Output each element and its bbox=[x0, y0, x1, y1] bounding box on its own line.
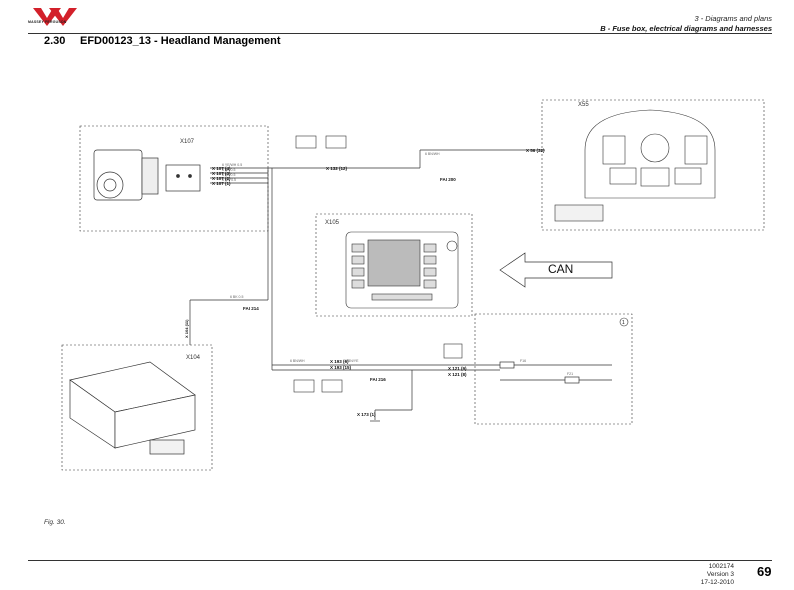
pin-x132-12: X 132 (12) bbox=[326, 166, 348, 171]
page-title: EFD00123_13 - Headland Management bbox=[80, 35, 281, 47]
harness-fai216: FAI 216 bbox=[370, 377, 386, 382]
sheet-marker-circle bbox=[619, 317, 629, 327]
x107-label: X107 bbox=[180, 139, 195, 145]
pin-x121-9: X 121 (9) bbox=[448, 366, 467, 371]
svg-text:6 BK 0.5: 6 BK 0.5 bbox=[230, 295, 243, 299]
doc-date: 17-12-2010 bbox=[700, 579, 734, 586]
x104-ecu bbox=[69, 361, 196, 455]
can-label: CAN bbox=[548, 262, 573, 276]
x55-label: X55 bbox=[578, 102, 589, 108]
svg-text:6 BN/WH: 6 BN/WH bbox=[290, 359, 305, 363]
wire-marks: 6 YE/WH 0.5 6 BK 0.5 6 PK 0.5 6 GN 0.5 6… bbox=[222, 152, 573, 376]
connectors bbox=[293, 135, 463, 393]
pin-x173-1: X 173 (1) bbox=[357, 412, 376, 417]
pin-x107-1: X 107 (1) bbox=[212, 181, 231, 186]
wiring bbox=[189, 149, 612, 422]
x107-sensor bbox=[93, 149, 201, 201]
x55-dashboard bbox=[554, 109, 716, 222]
doc-version: Version 3 bbox=[706, 571, 734, 578]
x104-box bbox=[61, 344, 213, 471]
pin-x193-6: X 193 (6) bbox=[330, 359, 349, 364]
x104-label: X104 bbox=[186, 355, 201, 361]
pin-x107-4: X 107 (4) bbox=[212, 166, 231, 171]
harness-fai214: FAI 214 bbox=[243, 306, 259, 311]
header-subsection: B - Fuse box, electrical diagrams and ha… bbox=[600, 24, 772, 33]
svg-text:6 BN/WH: 6 BN/WH bbox=[425, 152, 440, 156]
svg-text:6 BN/YE: 6 BN/YE bbox=[345, 359, 359, 363]
pin-x107-2: X 107 (2) bbox=[212, 176, 231, 181]
header-rule bbox=[28, 33, 772, 34]
svg-text:6 GN 0.5: 6 GN 0.5 bbox=[222, 178, 236, 182]
sheet-marker: 1 bbox=[622, 320, 625, 326]
can-arrow bbox=[499, 252, 613, 288]
pin-x193-15: X 193 (15) bbox=[330, 365, 352, 370]
svg-text:6 YE/WH 0.5: 6 YE/WH 0.5 bbox=[222, 163, 242, 167]
x105-box bbox=[315, 213, 473, 317]
brand-text: MASSEY FERGUSON bbox=[28, 20, 67, 24]
page-number: 69 bbox=[757, 564, 772, 579]
svg-text:6 PK 0.5: 6 PK 0.5 bbox=[222, 173, 235, 177]
x105-terminal bbox=[345, 231, 459, 309]
footer-rule bbox=[28, 560, 772, 561]
pin-x121-8: X 121 (8) bbox=[448, 372, 467, 377]
pin-x56-32: X 56 (32) bbox=[526, 148, 545, 153]
doc-id: 1002174 bbox=[708, 563, 734, 570]
pin-x107-3: X 107 (3) bbox=[212, 171, 231, 176]
svg-text:6 BK 0.5: 6 BK 0.5 bbox=[222, 168, 235, 172]
figure-caption: Fig. 30. bbox=[44, 519, 66, 526]
pin-x104-11: X 104 (11) bbox=[184, 319, 189, 338]
sheet-box bbox=[474, 313, 633, 425]
svg-text:F21: F21 bbox=[567, 372, 573, 376]
header-section: 3 - Diagrams and plans bbox=[694, 14, 772, 23]
massey-ferguson-logo bbox=[33, 8, 77, 26]
x105-label: X105 bbox=[325, 220, 340, 226]
section-number: 2.30 bbox=[44, 35, 66, 47]
harness-fai200: FAI 200 bbox=[440, 177, 456, 182]
svg-text:F16: F16 bbox=[520, 359, 526, 363]
